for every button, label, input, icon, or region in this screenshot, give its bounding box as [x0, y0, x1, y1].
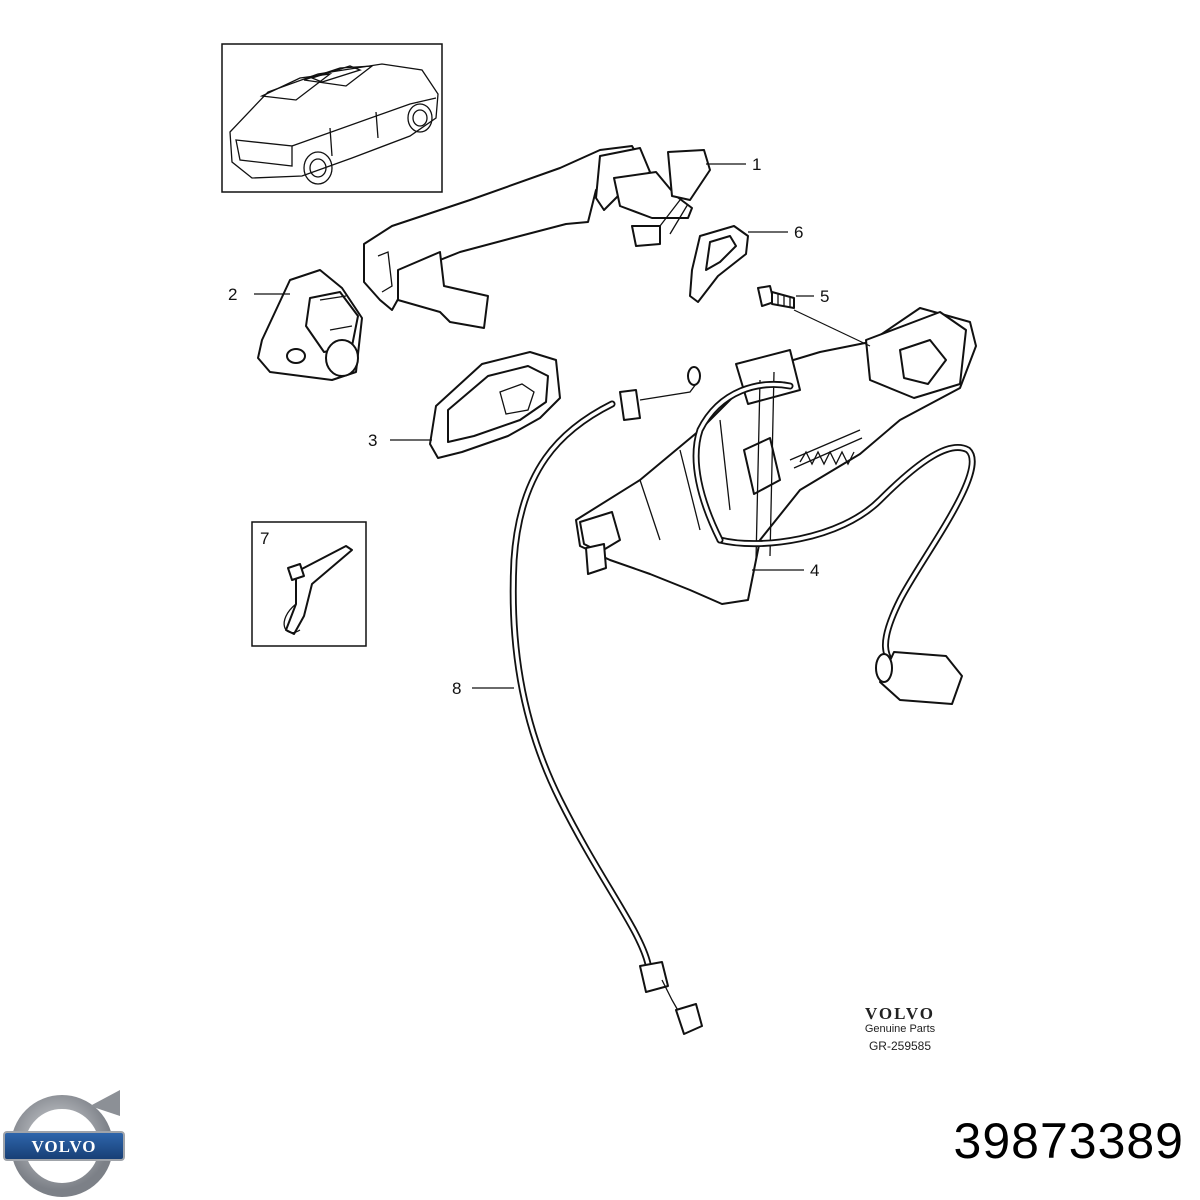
- cable-tie-part-7: [251, 521, 367, 647]
- volvo-logo: VOLVO: [3, 1090, 125, 1197]
- lock-mechanism-part-4: [575, 307, 977, 705]
- car-inset: [221, 43, 443, 193]
- reference-code: GR-259585: [868, 1039, 932, 1053]
- brand-name: VOLVO: [864, 1004, 936, 1023]
- brand-subtitle: Genuine Parts: [864, 1023, 936, 1035]
- callout-5: 5: [820, 287, 829, 306]
- part-number: 39873389: [953, 1113, 1184, 1169]
- callout-6: 6: [794, 223, 803, 242]
- callout-8: 8: [452, 679, 461, 698]
- door-handle-part-1: [363, 145, 711, 329]
- callout-7: 7: [260, 529, 269, 548]
- end-cap-part-2: [257, 269, 363, 381]
- gasket-part-3: [429, 351, 561, 459]
- logo-wordmark: VOLVO: [31, 1137, 96, 1156]
- callout-1: 1: [752, 155, 761, 174]
- screw-part-5: [757, 285, 795, 309]
- callout-3: 3: [368, 431, 377, 450]
- cable-part-8: [509, 366, 703, 1035]
- callout-2: 2: [228, 285, 237, 304]
- callout-4: 4: [810, 561, 819, 580]
- gasket-part-6: [689, 225, 749, 303]
- leader-lines: [254, 163, 871, 689]
